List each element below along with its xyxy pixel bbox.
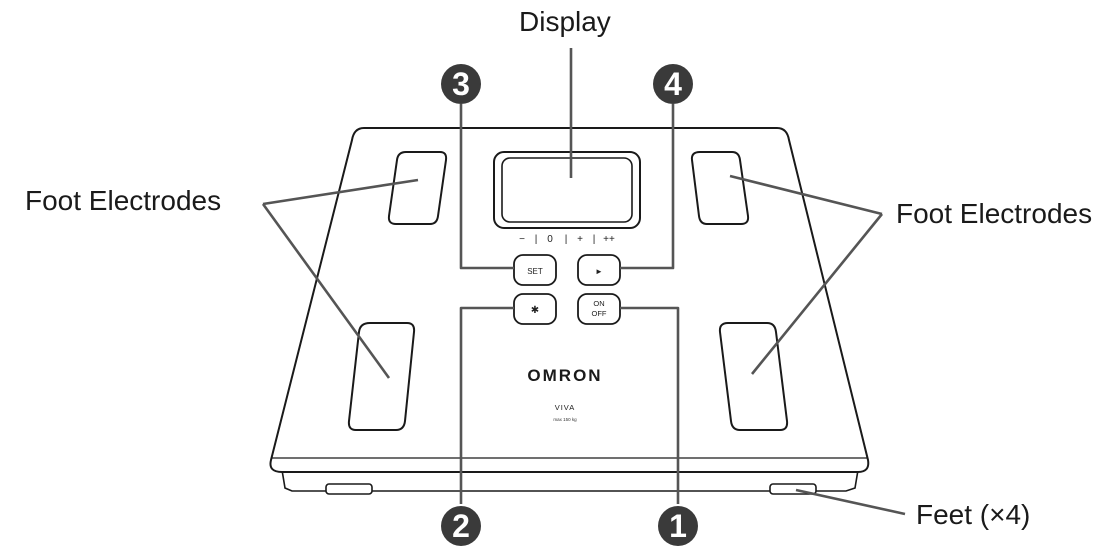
leader-electrode-left-bottom	[261, 203, 391, 379]
foot-electrodes	[347, 151, 789, 431]
indicator-mark: +	[577, 234, 583, 245]
indicator-mark: |	[565, 234, 568, 245]
callout-2: 2	[441, 506, 481, 546]
callout-1: 1	[658, 506, 698, 546]
leader-electrode-right-bottom	[750, 213, 884, 375]
callout-4: 4	[653, 64, 693, 104]
scale-base	[281, 469, 859, 495]
callout-3: 3	[441, 64, 481, 104]
label-foot-electrodes-left: Foot Electrodes	[25, 185, 222, 216]
leader-3	[459, 104, 514, 270]
set-button-label: SET	[527, 267, 543, 276]
leader-2	[459, 306, 514, 504]
indicator-mark: |	[593, 234, 596, 245]
leader-feet	[795, 488, 906, 516]
power-button-label-on: ON	[593, 299, 604, 308]
brand-logo: OMRON	[527, 366, 602, 385]
indicator-mark: 0	[547, 234, 553, 245]
capacity-text: max 150 kg	[553, 417, 577, 422]
leader-electrode-left-top	[262, 178, 419, 206]
bluetooth-icon: ✱	[531, 305, 539, 316]
leader-4	[620, 104, 675, 270]
leader-electrode-right-top	[729, 174, 883, 216]
set-button[interactable]: SET	[513, 254, 557, 286]
indicator-mark: ++	[603, 234, 615, 245]
display-screen	[493, 151, 641, 229]
bluetooth-button[interactable]: ✱	[513, 293, 557, 325]
model-name: VIVA	[555, 403, 576, 412]
leader-lines	[261, 48, 906, 516]
indicator-mark: |	[535, 234, 538, 245]
play-icon: ►	[595, 267, 603, 276]
electrode-top-right	[690, 151, 750, 225]
leader-1	[620, 306, 680, 504]
foot-left	[325, 483, 373, 495]
electrode-top-left	[387, 151, 448, 225]
power-button[interactable]: ON OFF	[577, 293, 621, 325]
label-feet: Feet (×4)	[916, 499, 1031, 530]
label-foot-electrodes-right: Foot Electrodes	[896, 198, 1093, 229]
indicator-scale: − | 0 | + | ++	[519, 234, 615, 245]
indicator-mark: −	[519, 234, 525, 245]
electrode-bottom-left	[347, 322, 416, 431]
next-button[interactable]: ►	[577, 254, 621, 286]
power-button-label-off: OFF	[592, 309, 607, 318]
electrode-bottom-right	[718, 322, 789, 431]
label-display: Display	[519, 6, 611, 37]
